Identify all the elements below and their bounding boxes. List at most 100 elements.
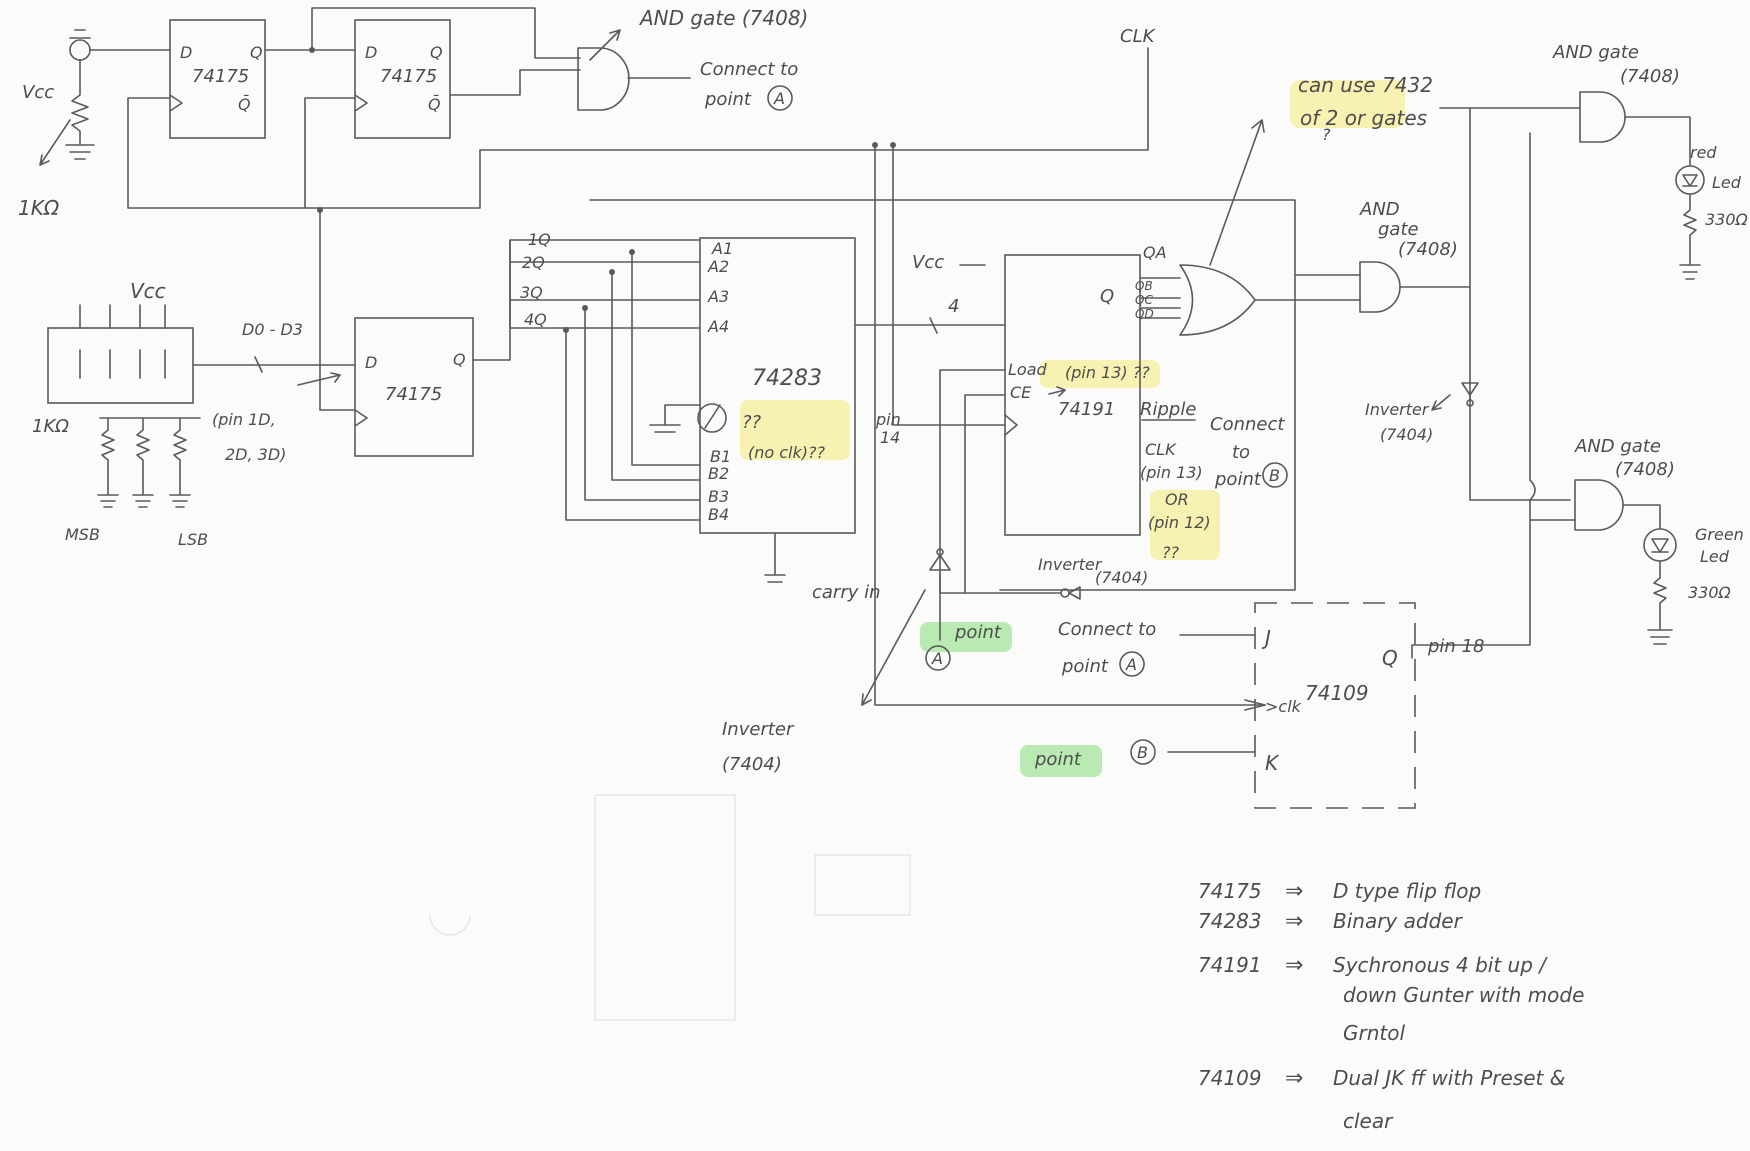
wire-clk-main — [127, 47, 1149, 209]
legend-desc: clear — [1343, 1109, 1394, 1133]
label-qq2: ?? — [1162, 543, 1179, 562]
wire-ff2qbar-and — [449, 69, 581, 96]
wire-clk-jk — [874, 144, 1266, 706]
label-jk-k: K — [1265, 751, 1280, 775]
label-jk-chip: 74109 — [1305, 681, 1369, 705]
label-330-red: 330Ω — [1705, 210, 1749, 229]
label-point-1: point — [704, 89, 752, 110]
label-inverter-bottom: Inverter — [1038, 555, 1103, 574]
highlight-point-a — [920, 622, 1012, 652]
ff1-clk-mark — [169, 94, 183, 112]
bus-slash-2 — [929, 317, 938, 334]
label-msb: MSB — [65, 525, 100, 544]
label-3q: 3Q — [520, 283, 543, 302]
label-or-note-1: can use 7432 — [1298, 73, 1433, 97]
label-adder-chip: 74283 — [752, 366, 822, 391]
label-inverter-mid: Inverter — [722, 719, 795, 740]
circle-b-2-text: B — [1137, 743, 1148, 762]
legend-desc: down Gunter with mode — [1343, 983, 1584, 1007]
highlight-adder-noclk — [740, 400, 850, 460]
highlight-pin12 — [1150, 490, 1220, 560]
arrow-carry-in — [861, 589, 926, 706]
text-labels: Vcc 1KΩ D Q 74175 Q̄ D Q 74175 Q̄ AND ga… — [18, 6, 1749, 775]
label-to-2: to — [1232, 442, 1250, 463]
circle-a-2 — [925, 645, 951, 671]
legend-chip: 74283 — [1198, 909, 1262, 933]
legend-desc: Sychronous 4 bit up / — [1333, 953, 1548, 977]
ff2-q: Q — [430, 43, 443, 62]
and-gate-4 — [1574, 479, 1624, 531]
circle-a-1 — [767, 85, 793, 111]
circle-b-1 — [1262, 462, 1288, 488]
label-or-note-q: ? — [1322, 125, 1331, 144]
label-jk-q: Q — [1382, 646, 1398, 670]
legend-desc: D type flip flop — [1333, 879, 1481, 903]
label-connect-to-1: Connect to — [700, 59, 798, 80]
dip-vcc-lines — [79, 304, 166, 329]
label-led-red: Led — [1712, 173, 1742, 192]
legend-chip: 74175 — [1198, 879, 1262, 903]
label-4q: 4Q — [524, 310, 547, 329]
ff3-chip: 74175 — [385, 384, 442, 405]
or-gate — [1179, 264, 1256, 336]
label-pin12: (pin 12) — [1148, 513, 1211, 532]
label-ce: CE — [1010, 383, 1032, 402]
label-b3: B3 — [708, 487, 729, 506]
label-a4: A4 — [707, 317, 729, 336]
wire-pin18 — [1411, 519, 1531, 659]
highlight-pin-load — [1040, 360, 1160, 388]
label-pin13: (pin 13) — [1140, 463, 1203, 482]
label-or-note-2: of 2 or gates — [1300, 106, 1427, 130]
resistor-red — [1679, 193, 1701, 280]
dip-switch — [47, 327, 194, 404]
wire-b4 — [565, 329, 701, 521]
label-a3: A3 — [707, 287, 729, 306]
arrow-or-note — [1209, 119, 1265, 266]
label-ripple: Ripple — [1140, 399, 1196, 420]
ff3-d: D — [365, 353, 377, 372]
input-switch — [39, 29, 95, 166]
wire-and3-loop — [1529, 132, 1576, 521]
label-pin18: pin 18 — [1427, 636, 1484, 657]
circle-a-2-text: A — [931, 649, 943, 668]
adder-ground-bottom — [764, 532, 786, 583]
label-vcc-dip: Vcc — [130, 279, 166, 303]
wire-top-loop — [589, 199, 1296, 591]
label-counter-q: Q — [1100, 286, 1114, 307]
legend-arrow: ⇒ — [1285, 953, 1303, 978]
led-red — [1675, 165, 1705, 195]
label-7408-4: (7408) — [1615, 459, 1675, 480]
label-b2: B2 — [708, 464, 729, 483]
legend-desc: Grntol — [1343, 1021, 1405, 1045]
label-clk-top: CLK — [1120, 26, 1156, 47]
label-qc: QC — [1135, 293, 1153, 307]
ff2-clk-mark — [354, 94, 368, 112]
label-qb: QB — [1135, 279, 1153, 293]
led-green — [1643, 528, 1677, 562]
label-counter-chip: 74191 — [1058, 399, 1115, 420]
and-arrow — [589, 29, 621, 61]
label-inv-7404-r: (7404) — [1380, 425, 1433, 444]
ff1-d: D — [180, 43, 192, 62]
label-or: OR — [1165, 490, 1189, 509]
label-connect-3: Connect to — [1058, 619, 1156, 640]
jk-ff-box — [1254, 602, 1416, 809]
label-vcc-counter: Vcc — [912, 252, 944, 273]
label-b4: B4 — [708, 505, 729, 524]
adder-ground — [649, 404, 701, 433]
carry-in-inverter — [929, 554, 951, 571]
label-point-b-2: point — [1214, 469, 1262, 490]
highlight-or-note — [1290, 80, 1405, 128]
wire-ff1q-and — [311, 7, 581, 59]
label-pin14-b: 14 — [880, 428, 900, 447]
label-qd: QD — [1135, 307, 1154, 321]
wire-load — [939, 369, 1061, 594]
label-jk-j: J — [1261, 626, 1271, 650]
legend-desc: Binary adder — [1333, 909, 1464, 933]
label-pin-note-2: 2D, 3D) — [225, 445, 286, 464]
ff1-box — [169, 19, 266, 139]
label-red: red — [1690, 143, 1717, 162]
label-and-3: AND gate — [1552, 42, 1639, 63]
